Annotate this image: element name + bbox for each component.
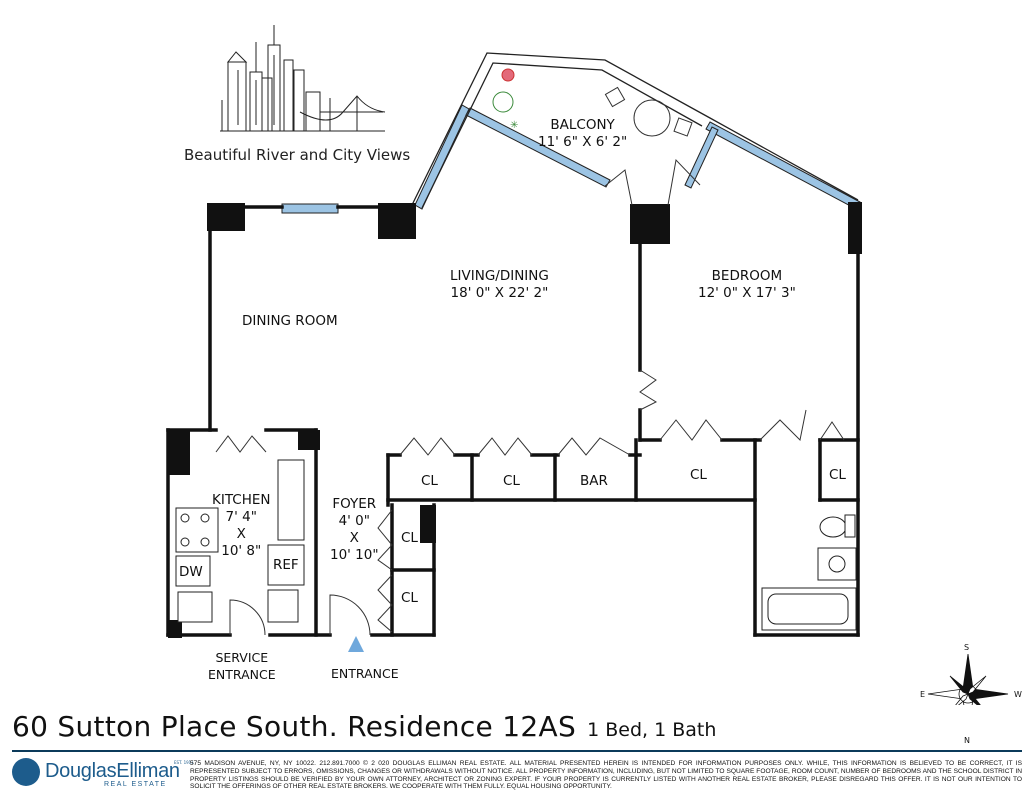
listing-title: 60 Sutton Place South. Residence 12AS	[12, 710, 577, 743]
divider	[12, 750, 1022, 752]
columns	[168, 202, 862, 638]
logo-name: DouglasElliman	[45, 760, 180, 782]
room-dining-label: DINING ROOM	[242, 313, 338, 329]
room-balcony-label: BALCONY 11' 6" X 6' 2"	[538, 117, 627, 151]
room-dim-2: 10' 10"	[330, 547, 379, 563]
room-dim-x: X	[349, 530, 359, 546]
closet-label: CL	[503, 473, 520, 489]
bathroom-fixtures	[761, 514, 857, 631]
floor-plan: ✳	[166, 25, 1009, 705]
dishwasher-label: DW	[179, 564, 203, 580]
entrance-arrow	[348, 636, 364, 652]
entrance-line-2: ENTRANCE	[208, 667, 276, 682]
closet-label: CL	[421, 473, 438, 489]
room-kitchen-label: KITCHEN 7' 4" X 10' 8"	[212, 492, 271, 560]
balcony-furniture: ✳	[492, 68, 693, 137]
room-name: LIVING/DINING	[450, 268, 549, 284]
skyline-illustration	[220, 25, 386, 132]
legal-disclaimer: 575 MADISON AVENUE, NY, NY 10022. 212.89…	[190, 760, 1022, 791]
bar-label: BAR	[580, 473, 608, 489]
compass-e-label: E	[920, 690, 926, 699]
room-dim-1: 7' 4"	[225, 509, 257, 525]
logo-mark-icon	[12, 758, 40, 786]
room-name: FOYER	[332, 496, 377, 512]
room-bedroom-label: BEDROOM 12' 0" X 17' 3"	[698, 268, 796, 302]
room-name: KITCHEN	[212, 492, 271, 508]
refrigerator-label: REF	[273, 557, 299, 573]
listing-title-row: 60 Sutton Place South. Residence 12AS 1 …	[12, 710, 716, 743]
room-dim-2: 10' 8"	[221, 543, 262, 559]
closet-label: CL	[401, 590, 418, 606]
room-dim-1: 4' 0"	[338, 513, 370, 529]
compass-n-label: N	[964, 736, 970, 745]
service-entrance-label: SERVICE ENTRANCE	[208, 649, 276, 683]
brand-logo: DouglasElliman REAL ESTATE EST. 1911	[12, 758, 194, 788]
compass-w-label: W	[1014, 690, 1022, 699]
listing-subtitle: 1 Bed, 1 Bath	[587, 719, 717, 741]
svg-text:✳: ✳	[510, 120, 518, 131]
logo-est: EST. 1911	[174, 760, 194, 765]
closet-label: CL	[401, 530, 418, 546]
closet-label: CL	[690, 467, 707, 483]
room-dims: 11' 6" X 6' 2"	[538, 134, 628, 150]
room-dims: 18' 0" X 22' 2"	[450, 285, 549, 301]
logo-subtitle: REAL ESTATE	[104, 781, 167, 788]
room-name: BALCONY	[550, 117, 615, 133]
room-name: BEDROOM	[711, 268, 783, 284]
entrance-line-1: SERVICE	[215, 650, 269, 665]
kitchen-fixtures	[175, 459, 305, 623]
room-dim-x: X	[236, 526, 246, 542]
windows	[281, 104, 861, 214]
compass-rose	[927, 653, 1009, 705]
main-entrance-label: ENTRANCE	[331, 666, 399, 681]
door-swings	[215, 158, 845, 636]
room-foyer-label: FOYER 4' 0" X 10' 10"	[330, 496, 379, 564]
compass-s-label: S	[964, 643, 970, 652]
closet-label: CL	[829, 467, 846, 483]
room-dims: 12' 0" X 17' 3"	[698, 285, 796, 301]
room-living-label: LIVING/DINING 18' 0" X 22' 2"	[450, 268, 549, 302]
tagline: Beautiful River and City Views	[184, 146, 411, 164]
balcony-railing	[411, 52, 859, 209]
